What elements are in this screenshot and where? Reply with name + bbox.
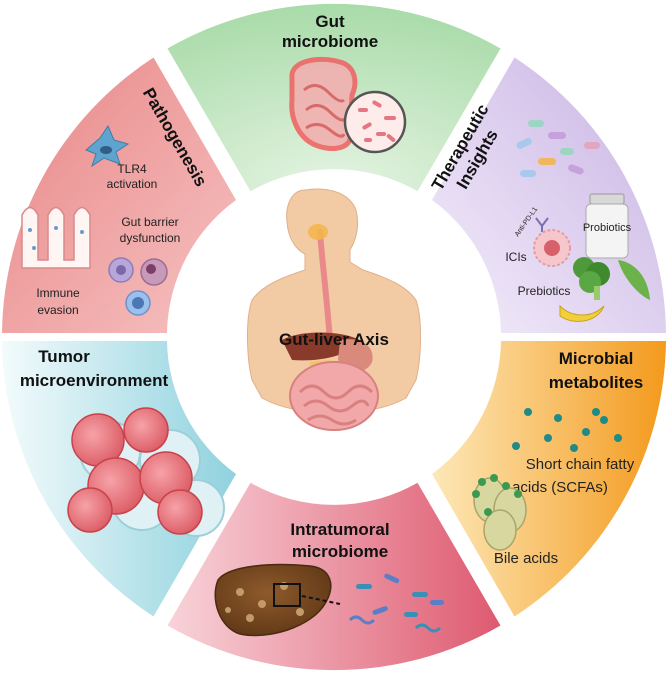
scfa-molecules-icon [512,408,622,452]
intestinal-villi-icon [21,206,91,269]
probiotics-bottle-icon [585,193,629,259]
tlr4-label-line1: TLR4 [117,162,147,176]
bacteria-cluster-icon [516,120,600,177]
tlr4-label-line2: activation [107,177,158,191]
banana-icon [559,304,605,322]
prebiotics-label: Prebiotics [518,284,571,298]
immune-cells-icon [108,257,168,316]
tumor-cell-cluster-icon [67,407,225,537]
tumor-title-line1: Tumor [38,347,90,366]
metabolites-title-line2: metabolites [549,373,643,392]
tumorous-liver-icon [214,563,341,637]
bile-acid-vesicles-icon [472,474,527,551]
sector-microbial-metabolites [432,341,666,617]
center-title: Gut-liver Axis [279,330,389,349]
immune-evasion-label-line2: evasion [37,303,78,317]
scfa-label-line1: Short chain fatty [526,456,635,473]
icis-label: ICIs [505,250,526,264]
tumor-cell-antibody-icon [533,217,571,267]
broccoli-peapod-icon [573,257,650,300]
intratumoral-title-line1: Intratumoral [290,520,389,539]
tumor-title-line2: microenvironment [20,371,169,390]
scfa-label-line2: acids (SCFAs) [512,479,608,496]
gut-microbiome-title-line2: microbiome [282,32,378,51]
colon-illustration [289,56,358,151]
sector-therapeutic-insights [432,57,666,333]
metabolites-title-line1: Microbial [559,349,634,368]
human-torso-illustration [247,188,421,431]
intratumoral-bacteria-icon [348,573,444,633]
bile-acids-label: Bile acids [494,550,558,567]
gut-microbiome-title-line1: Gut [315,12,345,31]
intratumoral-title-line2: microbiome [292,542,388,561]
gut-barrier-label-line2: dysfunction [120,231,181,245]
gut-barrier-label-line1: Gut barrier [121,215,178,229]
probiotics-label: Probiotics [583,222,632,234]
dendritic-cell-icon [85,124,130,168]
immune-evasion-label-line1: Immune [36,286,80,300]
bacteria-magnifier-icon [343,90,407,154]
